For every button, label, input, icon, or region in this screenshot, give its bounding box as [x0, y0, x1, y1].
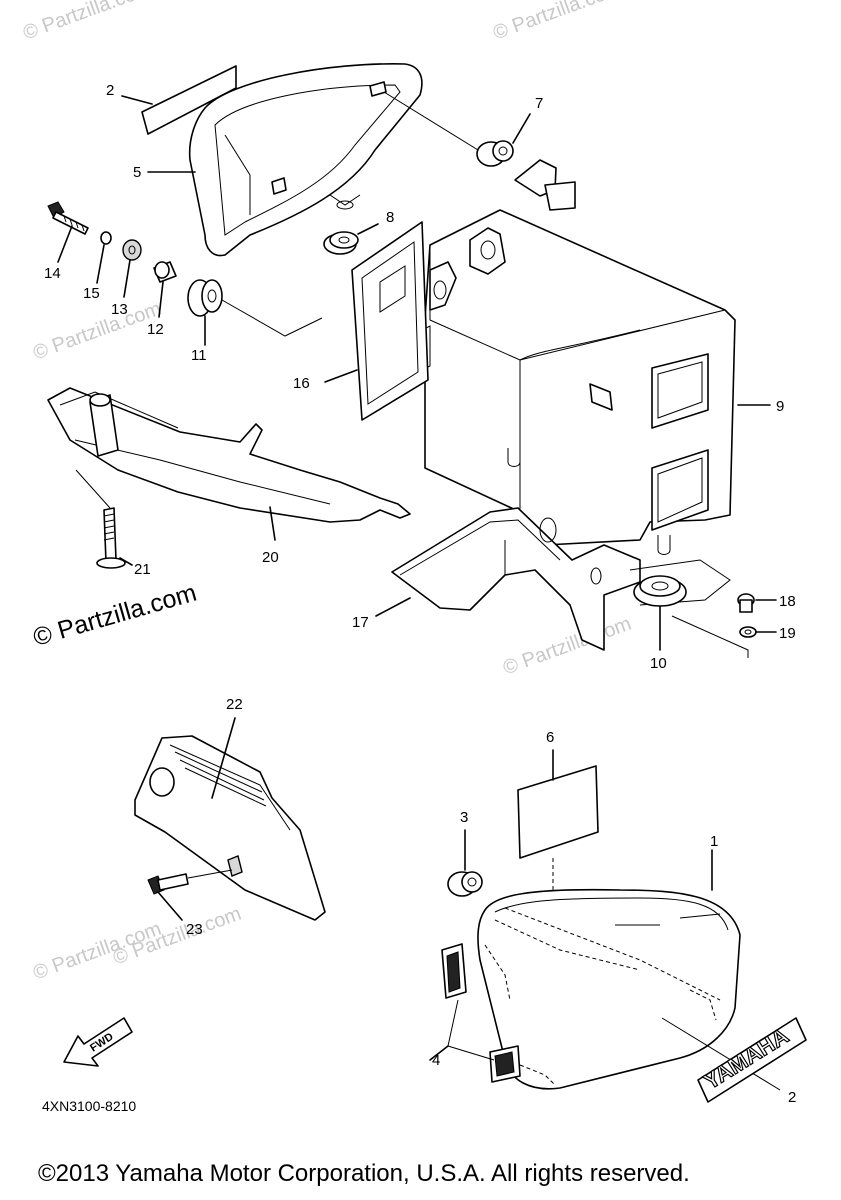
part-14-bolt[interactable]: [47, 201, 89, 263]
part-20-bracket[interactable]: [47, 387, 411, 541]
part-23-screw[interactable]: [147, 869, 233, 921]
part-6-label[interactable]: [517, 749, 599, 905]
part-22-side-cover[interactable]: [134, 717, 326, 921]
part-2-emblem-top[interactable]: [121, 65, 237, 135]
part-9-battery-box[interactable]: [421, 159, 771, 555]
callout-15: 15: [83, 285, 100, 302]
diagram-code: 4XN3100-8210: [42, 1098, 137, 1114]
part-12-spacer[interactable]: [153, 261, 177, 318]
callout-18: 18: [779, 593, 796, 610]
callout-4: 4: [432, 1052, 440, 1069]
part-16-bracket[interactable]: [324, 221, 429, 421]
callout-1: 1: [710, 833, 718, 850]
callout-11: 11: [191, 347, 207, 364]
callout-22: 22: [226, 696, 243, 713]
callout-5: 5: [133, 164, 141, 181]
callout-8: 8: [386, 209, 394, 226]
part-8-grommet[interactable]: [323, 223, 379, 255]
part-15-washer[interactable]: [96, 231, 112, 284]
part-19-washer[interactable]: [739, 626, 777, 638]
callout-6: 6: [546, 729, 554, 746]
part-13-collar[interactable]: [122, 239, 142, 298]
part-5-cover[interactable]: [147, 63, 423, 257]
callout-2-lower: 2: [788, 1089, 796, 1106]
part-18-screw[interactable]: [737, 593, 777, 613]
part-7-grommet[interactable]: [383, 91, 531, 167]
callout-10: 10: [650, 655, 667, 672]
part-11-grommet[interactable]: [187, 279, 323, 346]
callout-12: 12: [147, 321, 164, 338]
fwd-arrow-icon: FWD: [63, 1017, 133, 1067]
callout-17: 17: [352, 614, 369, 631]
part-10-grommet[interactable]: [633, 575, 749, 658]
callout-16: 16: [293, 375, 310, 392]
callout-7: 7: [535, 95, 543, 112]
callout-20: 20: [262, 549, 279, 566]
part-17-bracket[interactable]: [375, 507, 731, 651]
callout-9: 9: [776, 398, 784, 415]
part-21-screw[interactable]: [75, 469, 133, 569]
callout-2: 2: [106, 82, 114, 99]
callout-13: 13: [111, 301, 128, 318]
callout-14: 14: [44, 265, 61, 282]
part-3-grommet[interactable]: [447, 829, 483, 897]
callout-21: 21: [134, 561, 151, 578]
callout-23: 23: [186, 921, 203, 938]
callout-3: 3: [460, 809, 468, 826]
callout-19: 19: [779, 625, 796, 642]
part-4-clip[interactable]: [429, 943, 521, 1083]
copyright-text: ©2013 Yamaha Motor Corporation, U.S.A. A…: [38, 1160, 690, 1187]
part-1-side-cover[interactable]: [477, 849, 781, 1091]
